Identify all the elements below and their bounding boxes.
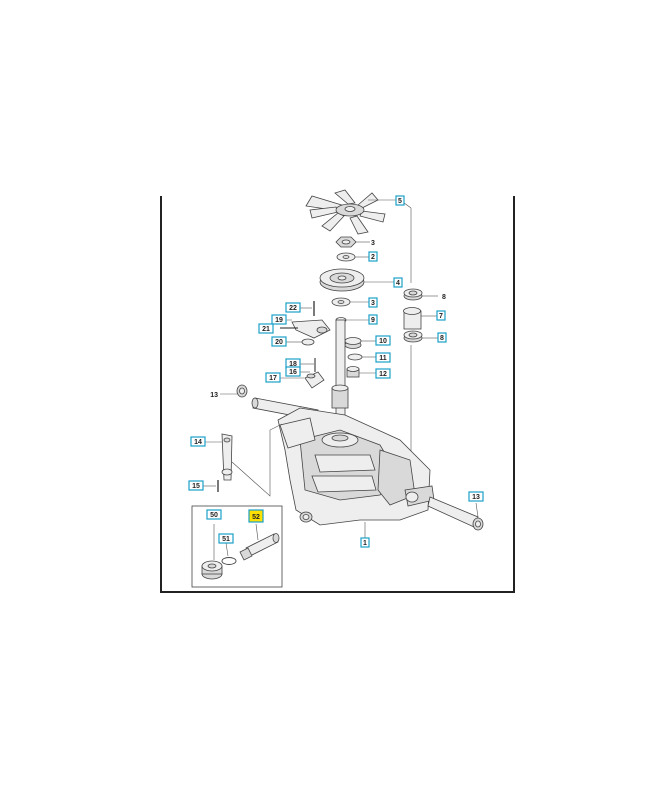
svg-text:13: 13 [472, 494, 480, 501]
label-11: 11 [375, 352, 391, 363]
nut-part [335, 236, 370, 248]
cooling-fan-part [305, 189, 396, 235]
hub-part [331, 297, 369, 307]
label-8-boxed: 8 [437, 332, 447, 343]
svg-text:13: 13 [210, 392, 218, 399]
label-51: 51 [218, 533, 234, 544]
label-13-right: 13 [468, 491, 484, 502]
label-7: 7 [436, 310, 446, 321]
label-12: 12 [375, 368, 391, 379]
svg-text:3: 3 [371, 300, 375, 307]
svg-text:21: 21 [262, 326, 270, 333]
label-4: 4 [393, 277, 403, 288]
svg-text:17: 17 [269, 375, 277, 382]
svg-text:5: 5 [398, 198, 402, 205]
svg-text:20: 20 [275, 339, 283, 346]
shaft-part [239, 533, 280, 561]
label-21: 21 [258, 323, 274, 334]
label-15: 15 [188, 480, 204, 491]
right-axle-part [427, 496, 484, 531]
label-22: 22 [285, 302, 301, 313]
svg-text:22: 22 [289, 305, 297, 312]
svg-text:8: 8 [440, 335, 444, 342]
svg-text:51: 51 [222, 536, 230, 543]
transaxle-housing-part [277, 407, 435, 538]
label-20: 20 [271, 336, 287, 347]
svg-text:3: 3 [371, 240, 375, 247]
svg-text:15: 15 [192, 483, 200, 490]
label-9: 9 [368, 314, 378, 325]
plug-part [344, 337, 376, 378]
svg-text:50: 50 [210, 512, 218, 519]
snap-ring-part [221, 557, 237, 565]
label-2: 2 [368, 251, 378, 262]
label-5: 5 [395, 195, 405, 206]
diagram-frame [160, 196, 515, 593]
label-1: 1 [360, 537, 370, 548]
svg-text:11: 11 [379, 355, 387, 362]
label-52-highlighted: 52 [248, 509, 264, 523]
label-3-boxed: 3 [368, 297, 378, 308]
washer-part [336, 252, 369, 262]
svg-text:52: 52 [252, 514, 260, 521]
label-17: 17 [265, 372, 281, 383]
svg-text:19: 19 [275, 317, 283, 324]
label-13-left: 13 [210, 392, 218, 399]
svg-text:9: 9 [371, 317, 375, 324]
inset-box [191, 505, 283, 588]
gear-part [201, 560, 223, 580]
label-19: 19 [271, 314, 287, 325]
pulley-part [319, 268, 394, 292]
label-10: 10 [375, 335, 391, 346]
control-arm-part [272, 301, 331, 346]
svg-text:12: 12 [379, 371, 387, 378]
label-3: 3 [371, 240, 375, 247]
svg-text:1: 1 [363, 540, 367, 547]
bypass-lever-part [202, 423, 283, 497]
label-8: 8 [442, 294, 446, 301]
label-14: 14 [190, 436, 206, 447]
svg-text:7: 7 [439, 313, 443, 320]
small-arm-part [280, 358, 325, 389]
svg-text:8: 8 [442, 294, 446, 301]
svg-text:18: 18 [289, 361, 297, 368]
bushing-stack-part [399, 199, 438, 452]
svg-text:10: 10 [379, 338, 387, 345]
svg-text:14: 14 [194, 439, 202, 446]
svg-text:2: 2 [371, 254, 375, 261]
label-16: 16 [285, 366, 301, 377]
label-50: 50 [206, 509, 222, 520]
svg-text:16: 16 [289, 369, 297, 376]
svg-text:4: 4 [396, 280, 400, 287]
